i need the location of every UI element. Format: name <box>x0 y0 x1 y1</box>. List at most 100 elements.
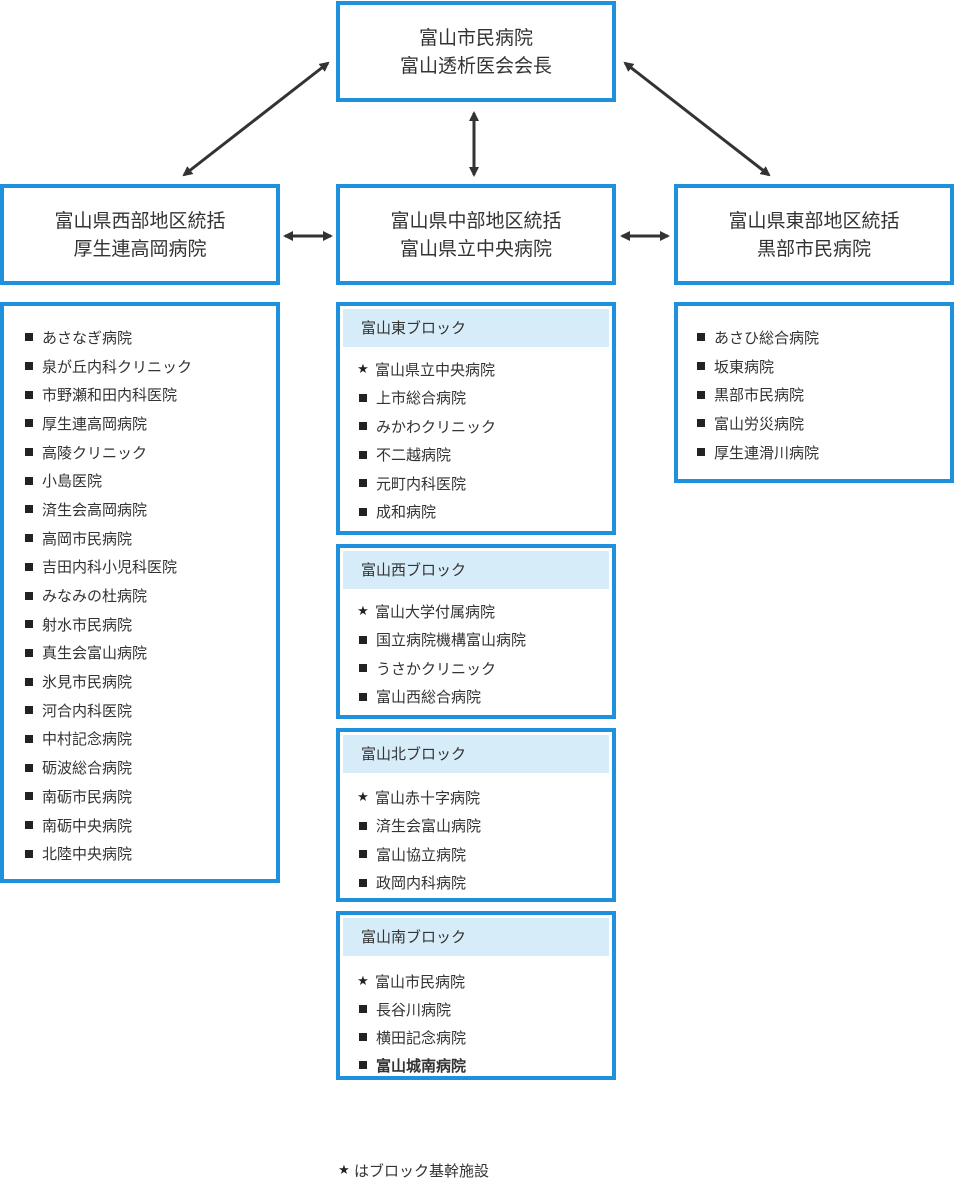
square-bullet-icon <box>25 677 33 686</box>
square-bullet-icon <box>697 362 705 371</box>
block-title: 富山南ブロック <box>343 918 609 956</box>
list-item-core: ★富山赤十字病院 <box>357 788 481 807</box>
square-bullet-icon <box>697 333 705 342</box>
list-item-core: ★富山大学付属病院 <box>357 602 496 621</box>
square-bullet-icon <box>25 419 33 428</box>
list-item: 黒部市民病院 <box>697 380 819 409</box>
square-bullet-icon <box>359 664 367 673</box>
square-bullet-icon <box>359 422 367 431</box>
square-bullet-icon <box>25 390 33 399</box>
central-box: 富山県中部地区統括 富山県立中央病院 <box>336 184 616 285</box>
star-icon: ★ <box>338 1163 350 1178</box>
block-title: 富山北ブロック <box>343 735 609 773</box>
list-item: 高岡市民病院 <box>25 524 192 553</box>
list-item: 富山労災病院 <box>697 409 819 438</box>
square-bullet-icon <box>25 505 33 514</box>
legend-note-text: はブロック基幹施設 <box>354 1162 490 1180</box>
arrow-top-west <box>182 61 330 177</box>
block-title: 富山西ブロック <box>343 551 609 589</box>
list-item: 済生会富山病院 <box>359 812 481 841</box>
west-hospital-list: あさなぎ病院 泉が丘内科クリニック 市野瀬和田内科医院 厚生連高岡病院 高陵クリ… <box>25 323 192 868</box>
list-item: 河合内科医院 <box>25 696 192 725</box>
square-bullet-icon <box>359 393 367 402</box>
square-bullet-icon <box>25 448 33 457</box>
west-box-line1: 富山県西部地区統括 <box>54 209 226 232</box>
square-bullet-icon <box>359 878 367 887</box>
arrow-top-east <box>623 61 771 177</box>
list-item-core: ★富山県立中央病院 <box>357 360 496 379</box>
square-bullet-icon <box>25 763 33 772</box>
square-bullet-icon <box>359 635 367 644</box>
list-item: 南砺中央病院 <box>25 811 192 840</box>
list-item: 砺波総合病院 <box>25 753 192 782</box>
square-bullet-icon <box>359 1061 367 1069</box>
list-item: 高陵クリニック <box>25 438 192 467</box>
west-box-line2: 厚生連高岡病院 <box>73 237 207 260</box>
central-box-line1: 富山県中部地区統括 <box>390 209 562 232</box>
square-bullet-icon <box>25 476 33 485</box>
list-item: 真生会富山病院 <box>25 639 192 668</box>
block-north-list: ★富山赤十字病院 済生会富山病院 富山協立病院 政岡内科病院 <box>357 783 481 898</box>
list-item: 北陸中央病院 <box>25 839 192 868</box>
square-bullet-icon <box>25 792 33 801</box>
square-bullet-icon <box>359 850 367 859</box>
square-bullet-icon <box>697 448 705 457</box>
list-item: 元町内科医院 <box>359 469 496 498</box>
block-title: 富山東ブロック <box>343 309 609 347</box>
list-item: 済生会高岡病院 <box>25 495 192 524</box>
list-item: 横田記念病院 <box>359 1023 466 1051</box>
star-icon: ★ <box>357 789 369 805</box>
list-item: 坂東病院 <box>697 352 819 381</box>
square-bullet-icon <box>25 562 33 571</box>
list-item: 富山西総合病院 <box>359 683 526 712</box>
list-item: 小島医院 <box>25 466 192 495</box>
square-bullet-icon <box>697 390 705 399</box>
block-west: 富山西ブロック ★富山大学付属病院 国立病院機構富山病院 うさかクリニック 富山… <box>336 544 616 719</box>
square-bullet-icon <box>25 648 33 657</box>
list-item: 南砺市民病院 <box>25 782 192 811</box>
list-item: 上市総合病院 <box>359 384 496 413</box>
list-item: うさかクリニック <box>359 654 526 683</box>
list-item: 泉が丘内科クリニック <box>25 352 192 381</box>
square-bullet-icon <box>359 1033 367 1041</box>
list-item: 吉田内科小児科医院 <box>25 553 192 582</box>
legend-note: ★ はブロック基幹施設 <box>337 1160 489 1181</box>
top-box-line1: 富山市民病院 <box>418 26 533 49</box>
square-bullet-icon <box>25 534 33 543</box>
list-item: 国立病院機構富山病院 <box>359 626 526 655</box>
square-bullet-icon <box>25 620 33 629</box>
square-bullet-icon <box>25 333 33 342</box>
square-bullet-icon <box>25 706 33 715</box>
square-bullet-icon <box>25 821 33 830</box>
list-item: 中村記念病院 <box>25 725 192 754</box>
top-box-line2: 富山透析医会会長 <box>399 54 552 77</box>
star-icon: ★ <box>357 361 369 377</box>
list-item-core: ★富山市民病院 <box>357 972 466 991</box>
block-east: 富山東ブロック ★富山県立中央病院 上市総合病院 みかわクリニック 不二越病院 … <box>336 302 616 535</box>
list-item: 厚生連滑川病院 <box>697 438 819 467</box>
block-east-list: ★富山県立中央病院 上市総合病院 みかわクリニック 不二越病院 元町内科医院 成… <box>357 355 496 527</box>
list-item: あさなぎ病院 <box>25 323 192 352</box>
square-bullet-icon <box>697 419 705 428</box>
square-bullet-icon <box>359 1005 367 1013</box>
east-box: 富山県東部地区統括 黒部市民病院 <box>674 184 954 285</box>
block-south-list: ★富山市民病院 長谷川病院 横田記念病院 富山城南病院 <box>357 967 466 1079</box>
east-box-line2: 黒部市民病院 <box>756 237 871 260</box>
east-list-box: あさひ総合病院 坂東病院 黒部市民病院 富山労災病院 厚生連滑川病院 <box>674 302 954 483</box>
list-item: 成和病院 <box>359 498 496 527</box>
square-bullet-icon <box>25 362 33 371</box>
block-west-list: ★富山大学付属病院 国立病院機構富山病院 うさかクリニック 富山西総合病院 <box>357 597 526 712</box>
square-bullet-icon <box>359 479 367 488</box>
list-item: みなみの杜病院 <box>25 581 192 610</box>
west-list-box: あさなぎ病院 泉が丘内科クリニック 市野瀬和田内科医院 厚生連高岡病院 高陵クリ… <box>0 302 280 883</box>
square-bullet-icon <box>25 591 33 600</box>
square-bullet-icon <box>25 849 33 858</box>
list-item: 政岡内科病院 <box>359 869 481 898</box>
block-south: 富山南ブロック ★富山市民病院 長谷川病院 横田記念病院 富山城南病院 <box>336 911 616 1080</box>
star-icon: ★ <box>357 973 369 989</box>
square-bullet-icon <box>359 692 367 701</box>
list-item: 富山協立病院 <box>359 840 481 869</box>
star-icon: ★ <box>357 603 369 619</box>
central-box-line2: 富山県立中央病院 <box>399 237 552 260</box>
east-box-line1: 富山県東部地区統括 <box>728 209 900 232</box>
